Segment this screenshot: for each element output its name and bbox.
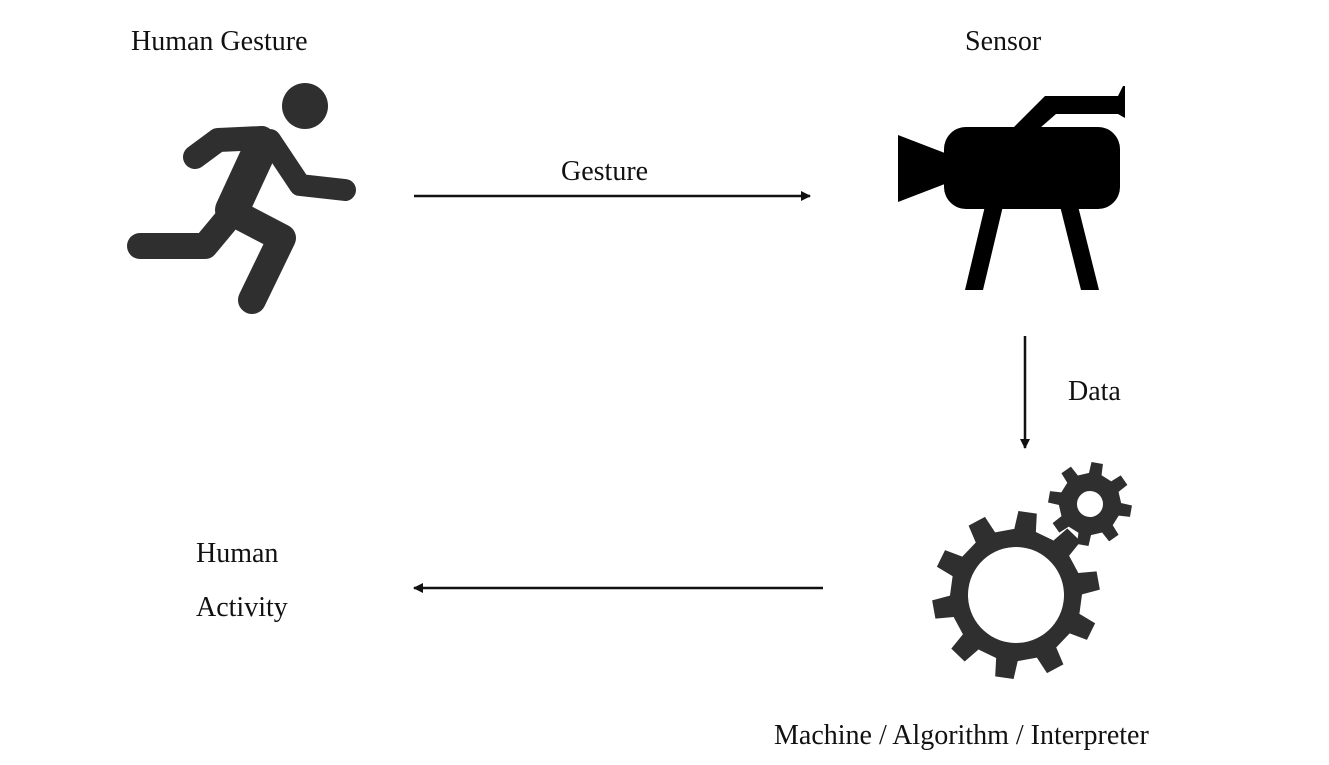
- machine-label: Machine / Algorithm / Interpreter: [774, 720, 1149, 751]
- small-gear-icon: [1048, 462, 1132, 546]
- big-gear-shape: [932, 511, 1100, 679]
- gesture-edge-label: Gesture: [561, 156, 649, 187]
- video-camera-icon: [898, 86, 1125, 290]
- human-activity-label-line2: Activity: [196, 592, 288, 623]
- large-gear-icon: [932, 511, 1100, 679]
- human-gesture-label: Human Gesture: [131, 26, 308, 57]
- running-person-icon: [127, 83, 356, 314]
- small-gear-shape: [1048, 462, 1132, 546]
- sensor-label: Sensor: [965, 26, 1042, 57]
- data-edge-label: Data: [1068, 376, 1121, 407]
- human-activity-label-line1: Human: [196, 538, 279, 569]
- gears-icon: [932, 462, 1132, 679]
